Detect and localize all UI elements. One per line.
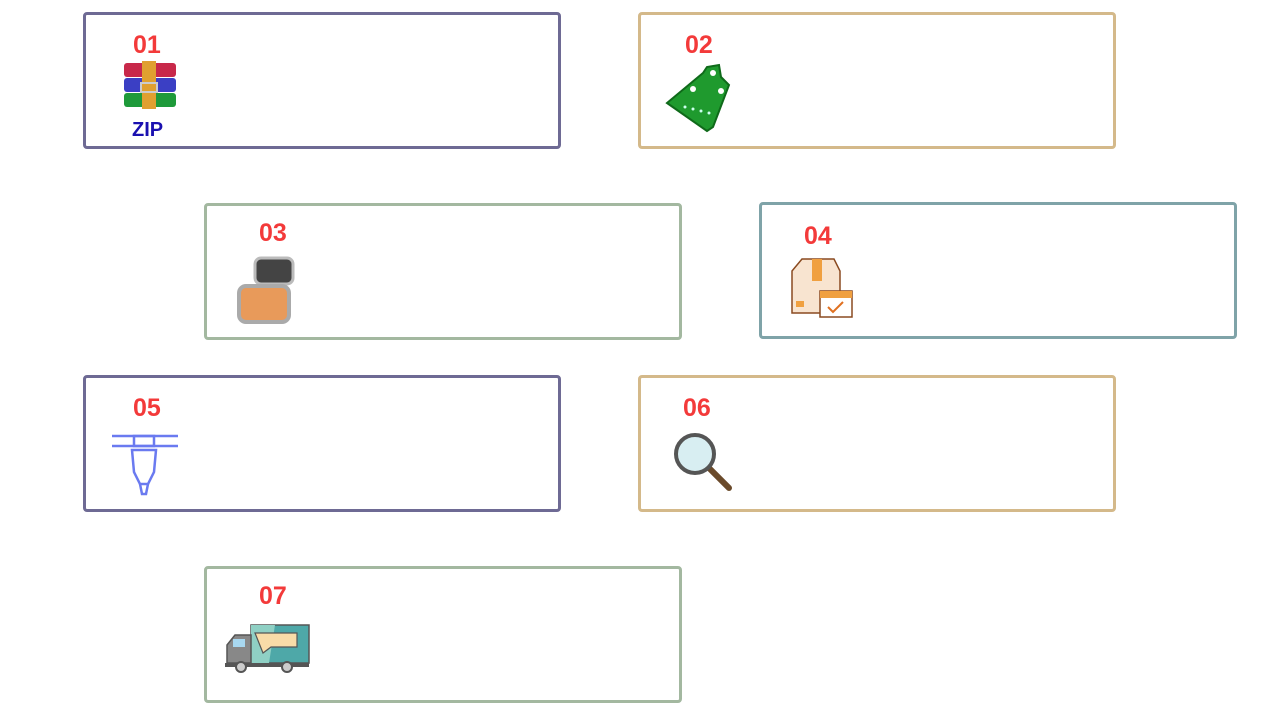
step-card-04: 04 — [759, 202, 1237, 339]
step-number: 04 — [804, 222, 832, 250]
step-card-01: 01 ZIP — [83, 12, 561, 149]
zip-label: ZIP — [132, 119, 164, 141]
step-card-03: 03 — [204, 203, 682, 340]
step-number: 02 — [685, 31, 713, 59]
step-number: 05 — [133, 394, 161, 422]
step-number: 07 — [259, 582, 287, 610]
step-card-06: 06 — [638, 375, 1116, 512]
package-calendar-icon — [791, 258, 853, 318]
zip-archive-icon — [124, 61, 176, 109]
step-card-02: 02 — [638, 12, 1116, 149]
step-card-07: 07 — [204, 566, 682, 703]
step-card-05: 05 — [83, 375, 561, 512]
magnifier-icon — [674, 433, 732, 491]
delivery-truck-icon — [225, 624, 310, 673]
nozzle-icon — [112, 434, 178, 496]
smd-components-icon — [237, 256, 295, 324]
step-number: 06 — [683, 394, 711, 422]
step-number: 03 — [259, 219, 287, 247]
pcb-board-icon — [665, 63, 731, 133]
step-number: 01 — [133, 31, 161, 59]
